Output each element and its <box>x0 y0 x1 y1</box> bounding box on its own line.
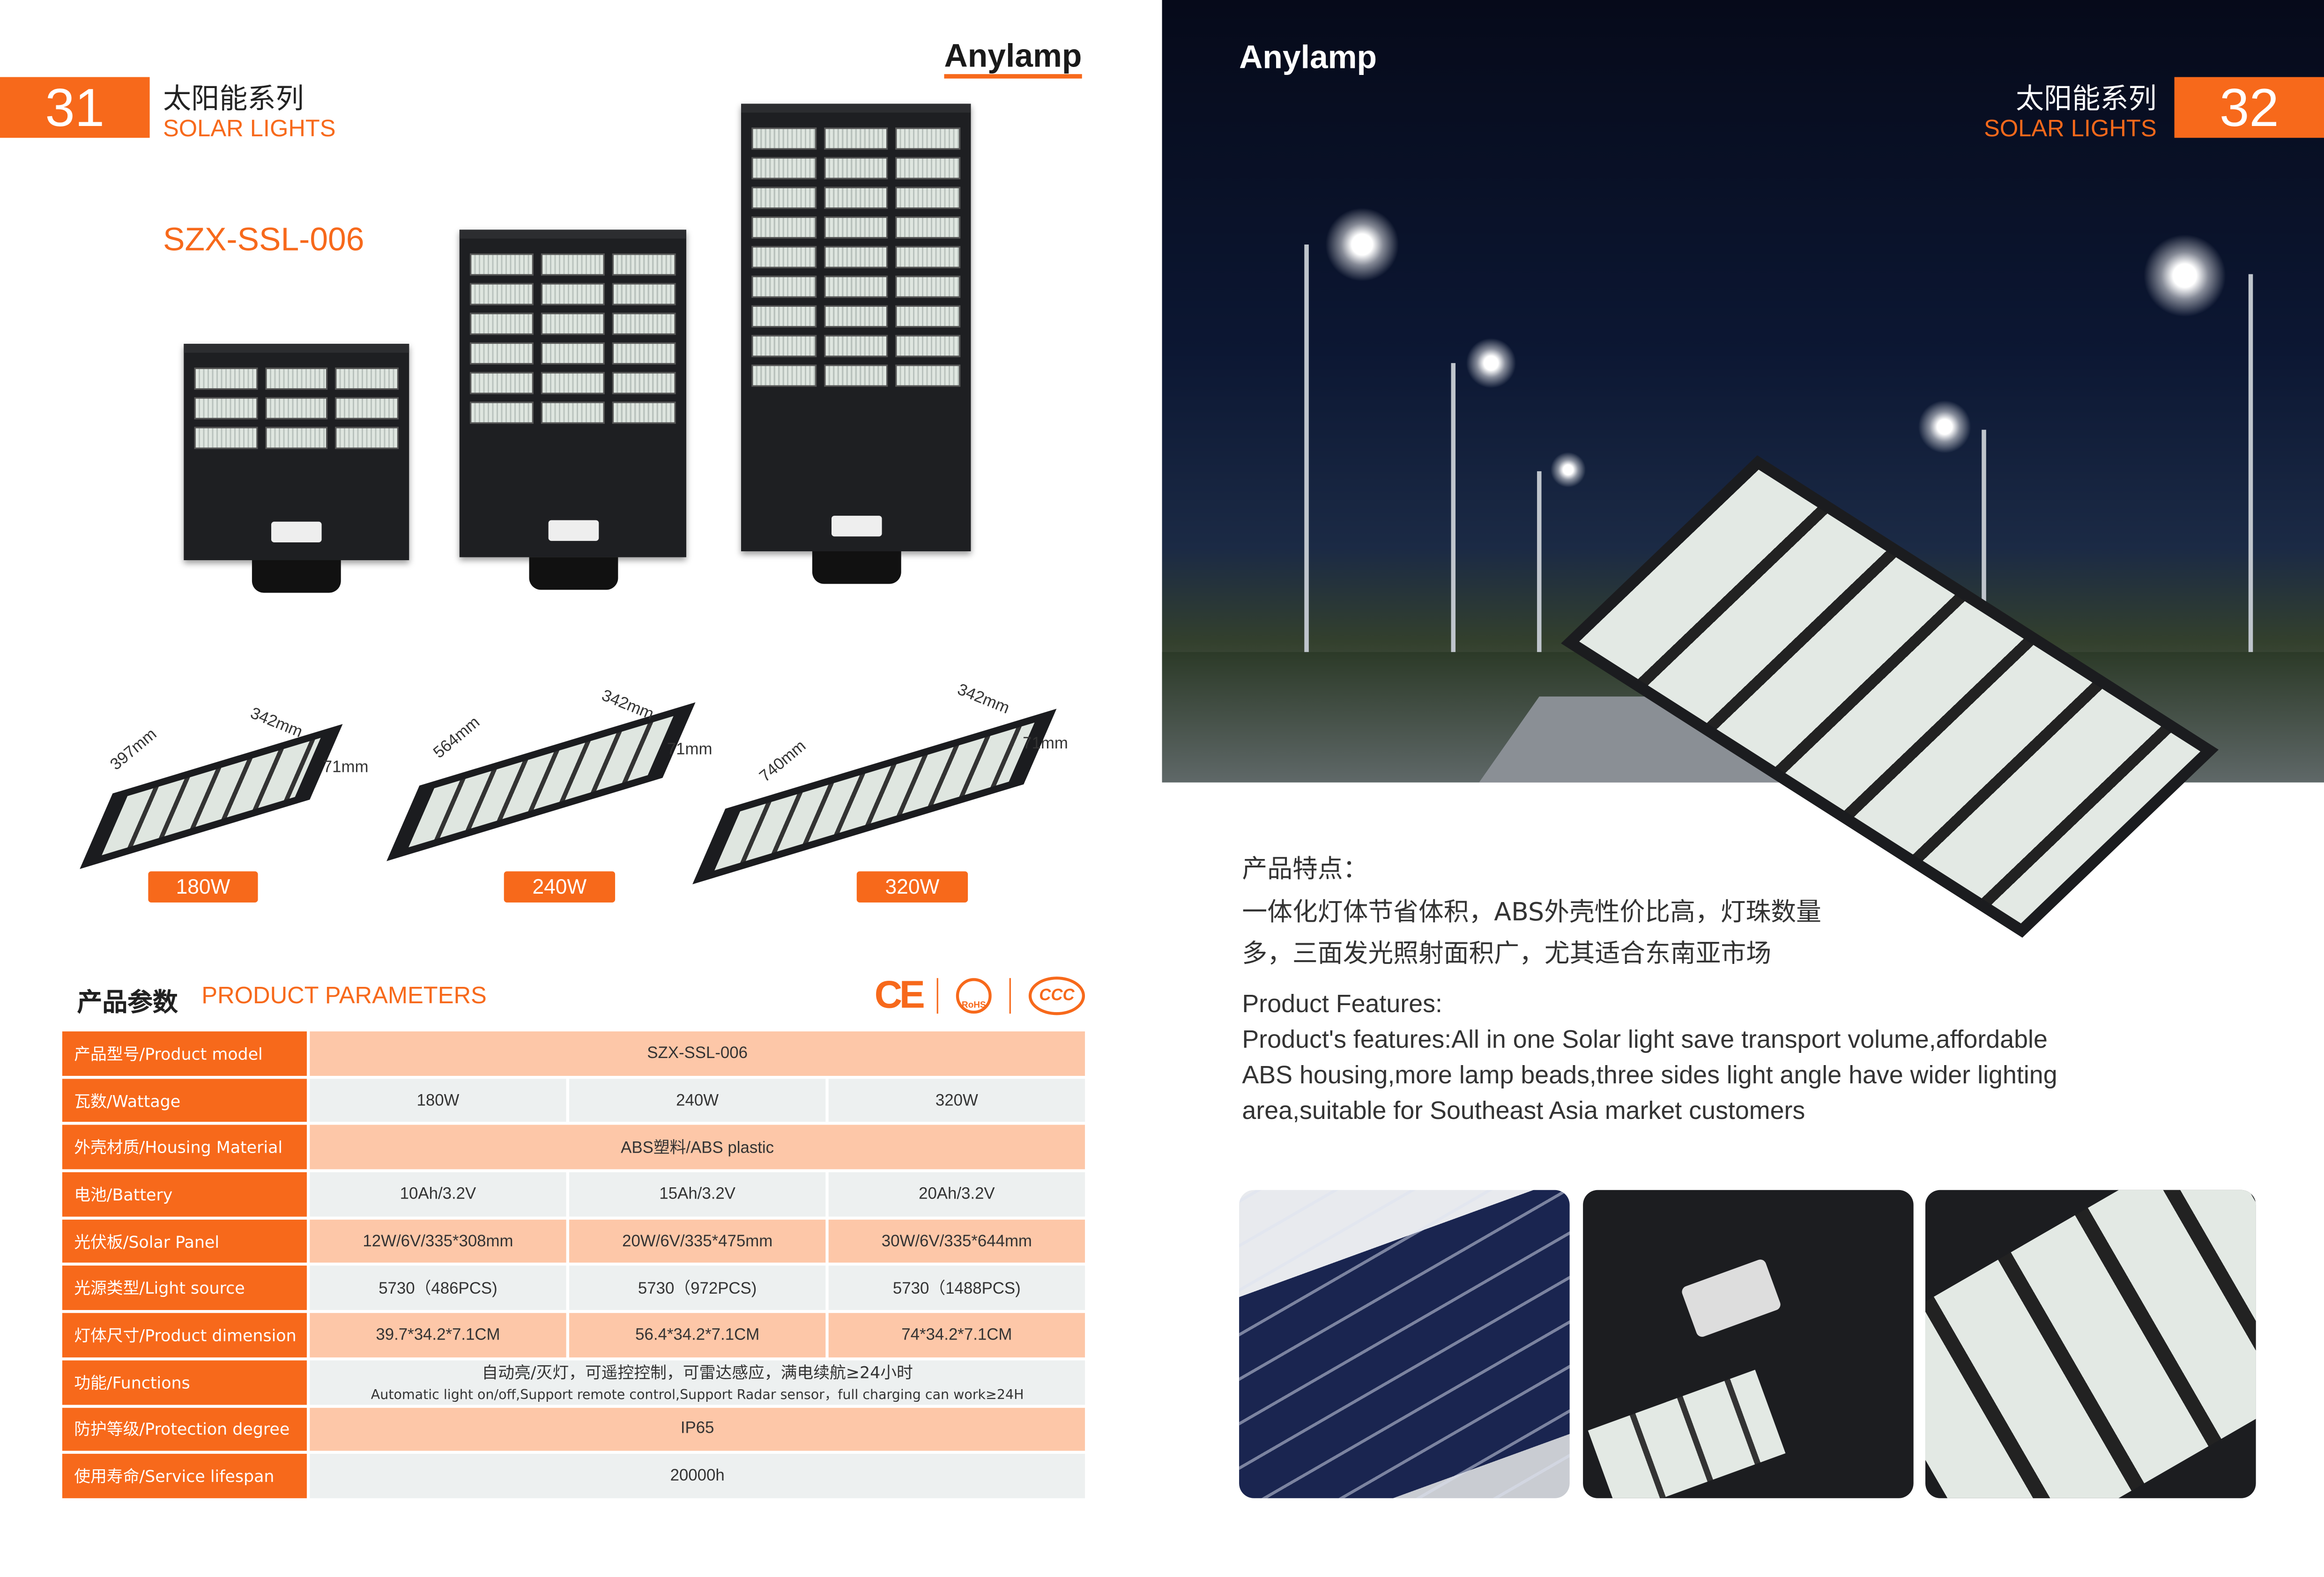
divider <box>1009 978 1011 1014</box>
features-en-line: Product's features:All in one Solar ligh… <box>1242 1025 2048 1054</box>
dimension-label: 740mm <box>757 737 810 786</box>
cell: 74*34.2*7.1CM <box>828 1313 1085 1357</box>
ce-mark: CE <box>874 972 925 1017</box>
cell: 180W <box>310 1078 566 1123</box>
row-label: 产品型号/Product model <box>62 1031 307 1076</box>
row-label: 使用寿命/Service lifespan <box>62 1454 307 1498</box>
cell: 20000h <box>310 1454 1085 1498</box>
rohs-mark: RoHS <box>956 978 992 1014</box>
lamp-320w-image <box>741 104 971 584</box>
functions-en: Automatic light on/off,Support remote co… <box>371 1389 1024 1404</box>
row-label: 瓦数/Wattage <box>62 1078 307 1123</box>
features-zh-line: 一体化灯体节省体积，ABS外壳性价比高，灯珠数量 <box>1242 898 1821 928</box>
series-title-en: SOLAR LIGHTS <box>1984 117 2157 142</box>
dimension-label: 397mm <box>107 726 161 774</box>
cell: 自动亮/灭灯，可遥控控制，可雷达感应，满电续航≥24小时 Automatic li… <box>310 1360 1085 1404</box>
dimension-label: 71mm <box>323 758 369 777</box>
cell: 5730（1488PCS) <box>828 1266 1085 1310</box>
dimension-label: 342mm <box>247 704 305 742</box>
row-label: 功能/Functions <box>62 1360 307 1404</box>
page-number: 31 <box>0 76 150 138</box>
cell: 10Ah/3.2V <box>310 1172 566 1216</box>
row-label: 灯体尺寸/Product dimension <box>62 1313 307 1357</box>
cell: 20W/6V/335*475mm <box>569 1219 826 1264</box>
functions-zh: 自动亮/灭灯，可遥控控制，可雷达感应，满电续航≥24小时 <box>482 1363 913 1383</box>
series-title-zh: 太阳能系列 <box>163 83 304 116</box>
cell: 320W <box>828 1078 1085 1123</box>
features-en-line: ABS housing,more lamp beads,three sides … <box>1242 1061 2057 1089</box>
params-title-zh: 产品参数 <box>77 988 178 1018</box>
row-label: 防护等级/Protection degree <box>62 1407 307 1451</box>
features-zh-line: 多，三面发光照射面积广，尤其适合东南亚市场 <box>1242 939 1771 970</box>
cell: IP65 <box>310 1407 1085 1451</box>
lamp-240w-angled-image <box>386 702 696 861</box>
cell: 39.7*34.2*7.1CM <box>310 1313 566 1357</box>
params-title-en: PRODUCT PARAMETERS <box>201 984 487 1009</box>
wattage-badge-320w: 320W <box>856 871 968 903</box>
wattage-badge-180w: 180W <box>148 871 258 903</box>
features-en-line: area,suitable for Southeast Asia market … <box>1242 1096 1805 1125</box>
dimension-label: 71mm <box>667 741 713 759</box>
model-title: SZX-SSL-006 <box>163 221 364 258</box>
sensor-detail-photo <box>1583 1190 1914 1498</box>
series-title-zh: 太阳能系列 <box>2015 83 2157 116</box>
dimension-label: 342mm <box>599 687 656 724</box>
divider <box>936 978 938 1014</box>
lamp-180w-image <box>184 344 409 593</box>
cell: 15Ah/3.2V <box>569 1172 826 1216</box>
cell: 20Ah/3.2V <box>828 1172 1085 1216</box>
brand-logo: Anylamp <box>1239 38 1377 76</box>
cell: 5730（486PCS) <box>310 1266 566 1310</box>
page-number: 32 <box>2174 76 2324 138</box>
series-title-en: SOLAR LIGHTS <box>163 117 336 142</box>
led-beads-detail-photo <box>1925 1190 2256 1498</box>
lamp-240w-image <box>459 230 686 590</box>
row-label: 光源类型/Light source <box>62 1266 307 1310</box>
wattage-badge-240w: 240W <box>504 871 616 903</box>
cell: SZX-SSL-006 <box>310 1031 1085 1076</box>
lamp-180w-angled-image <box>80 724 343 869</box>
dimension-label: 342mm <box>954 681 1012 718</box>
cell: 240W <box>569 1078 826 1123</box>
lamp-320w-angled-image <box>692 709 1057 884</box>
ccc-mark: CCC <box>1028 977 1085 1015</box>
dimension-label: 564mm <box>430 713 484 763</box>
cell: 56.4*34.2*7.1CM <box>569 1313 826 1357</box>
cell: ABS塑料/ABS plastic <box>310 1125 1085 1170</box>
features-en-title: Product Features: <box>1242 990 1442 1018</box>
brand-logo: Anylamp <box>944 38 1082 79</box>
cell: 30W/6V/335*644mm <box>828 1219 1085 1264</box>
dimension-label: 71mm <box>1023 735 1068 753</box>
features-zh-title: 产品特点： <box>1242 855 1368 885</box>
cell: 12W/6V/335*308mm <box>310 1219 566 1264</box>
row-label: 光伏板/Solar Panel <box>62 1219 307 1264</box>
cell: 5730（972PCS) <box>569 1266 826 1310</box>
row-label: 外壳材质/Housing Material <box>62 1125 307 1170</box>
row-label: 电池/Battery <box>62 1172 307 1216</box>
solar-panel-detail-photo <box>1239 1190 1570 1498</box>
